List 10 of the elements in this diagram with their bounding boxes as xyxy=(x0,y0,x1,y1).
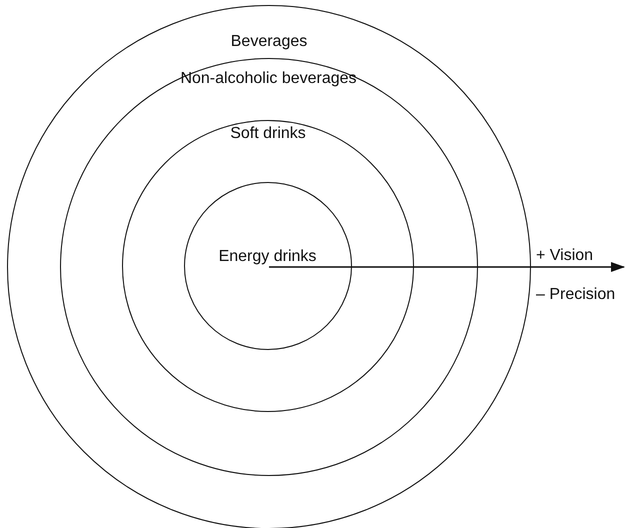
category-label: Energy drinks xyxy=(218,246,316,266)
category-circle xyxy=(60,58,478,476)
axis-label: – Precision xyxy=(536,285,616,304)
category-label: Non-alcoholic beverages xyxy=(180,68,357,88)
category-label: Beverages xyxy=(230,32,308,51)
category-label: Soft drinks xyxy=(230,124,306,143)
category-circle xyxy=(122,120,414,412)
category-circle xyxy=(184,182,352,350)
category-circle xyxy=(7,5,531,528)
axis-label: + Vision xyxy=(536,246,594,265)
